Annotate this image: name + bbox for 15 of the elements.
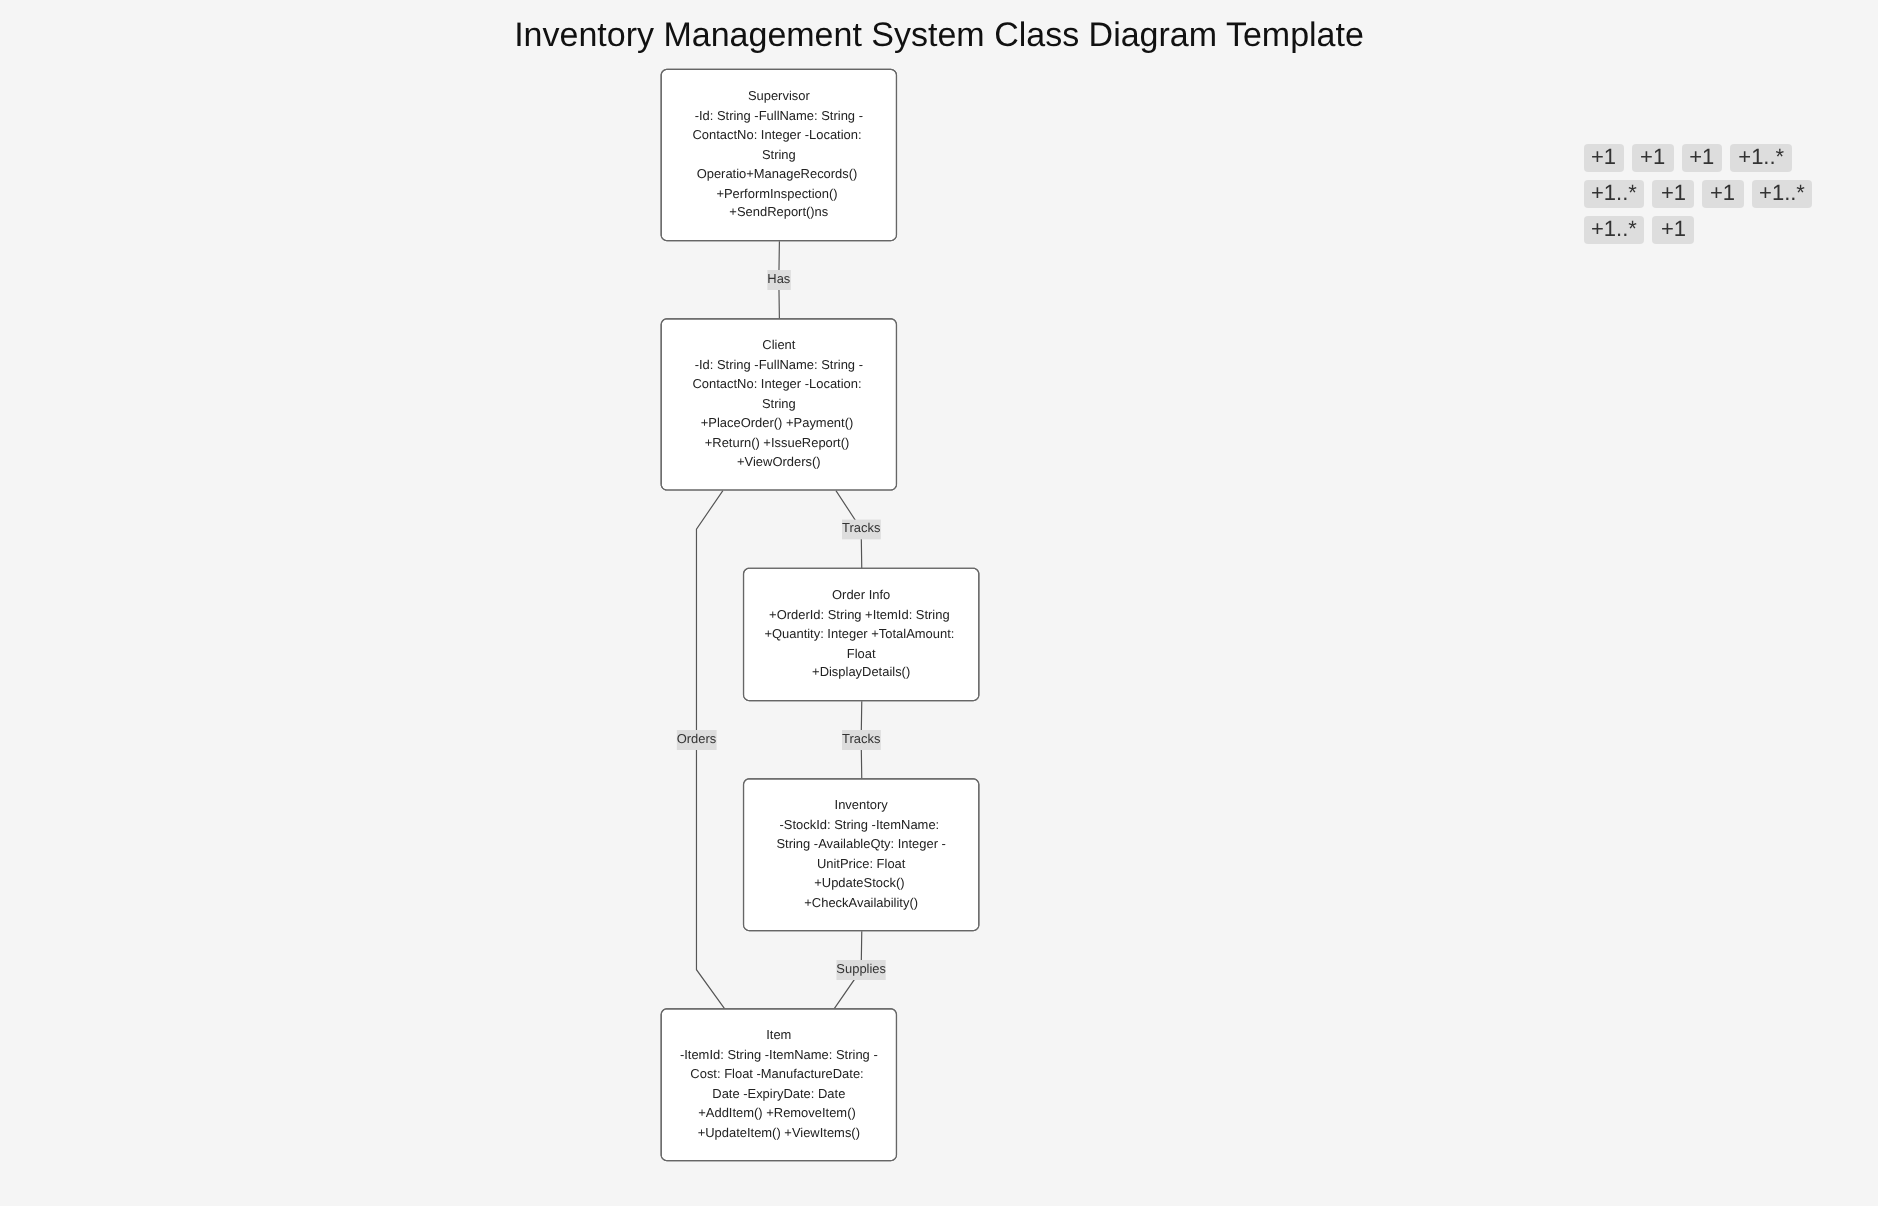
multiplicity-label: +1 xyxy=(1701,180,1744,208)
multiplicity-label: +1 xyxy=(1652,180,1694,208)
multiplicity-label: +1 xyxy=(1583,144,1625,172)
multiplicity-label: +1..* xyxy=(1730,144,1793,172)
diagram-title: Inventory Management System Class Diagram Template xyxy=(512,16,1366,56)
connector xyxy=(834,490,862,570)
multiplicity-label: +1 xyxy=(1632,144,1674,172)
multiplicity-label: +1..* xyxy=(1751,180,1813,208)
connector xyxy=(694,490,725,1010)
multiplicity-label: +1..* xyxy=(1583,180,1645,208)
multiplicity-label: +1 xyxy=(1681,144,1723,172)
multiplicity-label: +1..* xyxy=(1583,216,1645,244)
multiplicity-label: +1 xyxy=(1652,216,1694,244)
connector xyxy=(859,700,862,780)
connector xyxy=(777,240,779,320)
